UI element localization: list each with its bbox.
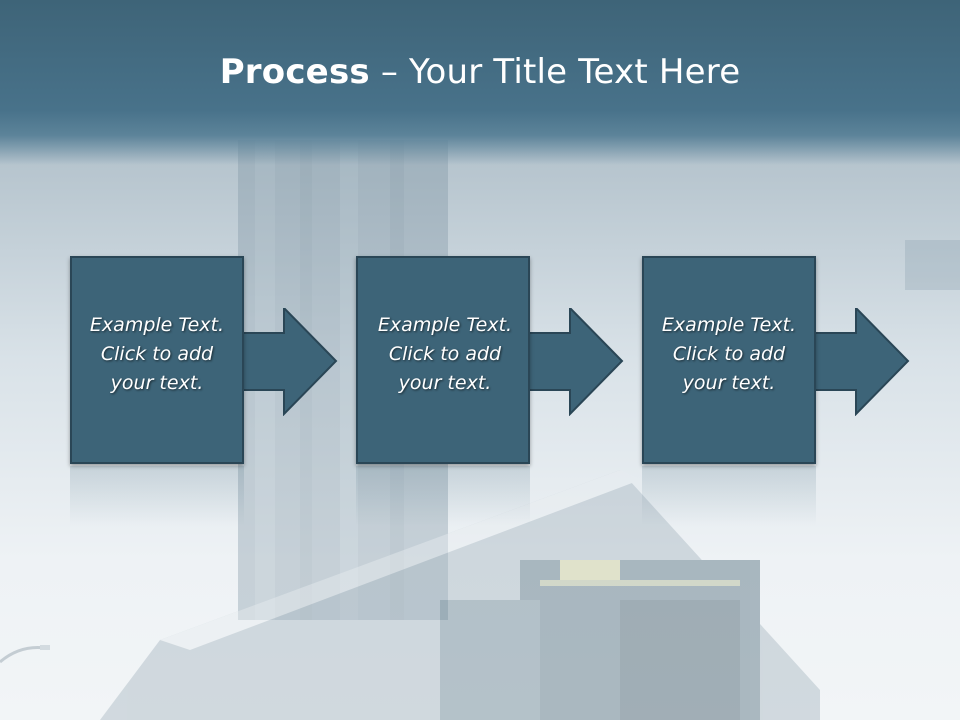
step-reflection: [642, 466, 816, 526]
title-band: [0, 0, 960, 165]
arrow-right-icon: [236, 308, 338, 416]
arrow-right-icon: [808, 308, 910, 416]
step-text-line: your text.: [398, 372, 492, 394]
title-rest-text: – Your Title Text Here: [369, 52, 741, 92]
step-text-line: Example Text.: [661, 314, 797, 336]
step-reflection: [356, 466, 530, 526]
step-reflection: [70, 466, 244, 526]
step-text-line: your text.: [110, 372, 204, 394]
step-box[interactable]: [356, 256, 530, 464]
step-text-line: Click to add: [388, 343, 502, 365]
step-text-line: Example Text.: [89, 314, 225, 336]
step-text-line: Click to add: [672, 343, 786, 365]
title-bold-text: Process: [219, 52, 370, 92]
step-text[interactable]: Example Text. Click to add your text.: [642, 311, 816, 398]
step-text-line: Click to add: [100, 343, 214, 365]
slide-title[interactable]: Process – Your Title Text Here: [0, 52, 960, 92]
step-box[interactable]: [70, 256, 244, 464]
step-box[interactable]: [642, 256, 816, 464]
arrow-right-icon: [522, 308, 624, 416]
step-text-line: Example Text.: [377, 314, 513, 336]
step-text-line: your text.: [682, 372, 776, 394]
step-text[interactable]: Example Text. Click to add your text.: [358, 311, 532, 398]
step-text[interactable]: Example Text. Click to add your text.: [70, 311, 244, 398]
